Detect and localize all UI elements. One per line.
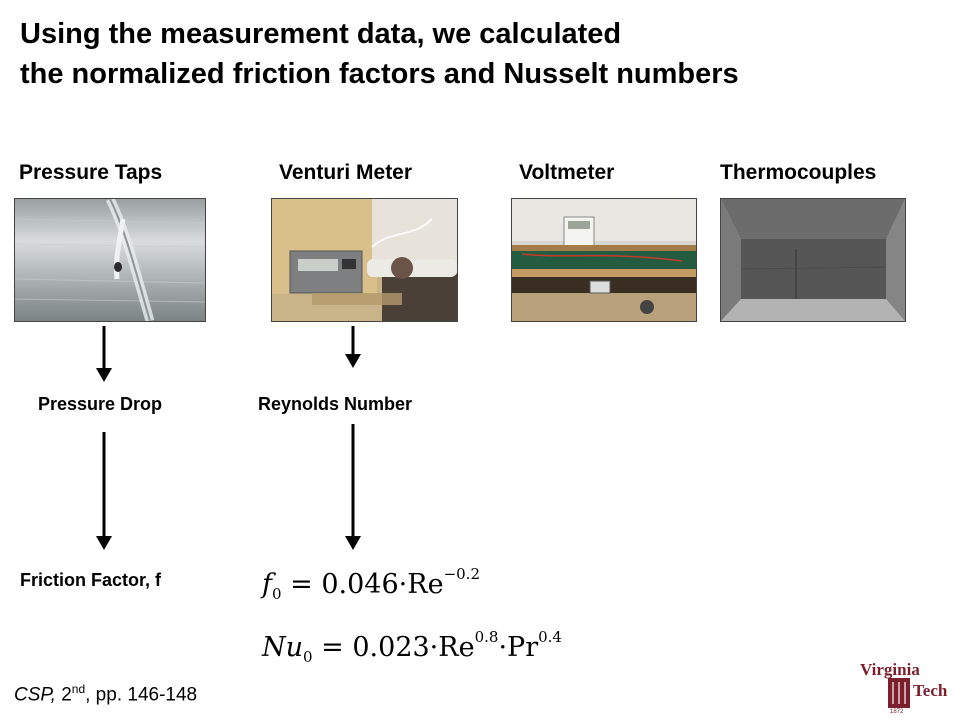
logo-text-line2: Tech: [913, 681, 948, 700]
citation-edition-number: 2: [61, 684, 72, 706]
citation-pages: , pp. 146-148: [85, 684, 198, 706]
thermocouples-label: Thermocouples: [720, 161, 877, 184]
pressure-drop-label: Pressure Drop: [38, 394, 163, 414]
pressure-taps-photo: [14, 198, 206, 322]
friction-lhs: f: [262, 569, 272, 600]
nusselt-pr-exponent: 0.4: [538, 628, 562, 646]
nusselt-re: Re: [438, 632, 475, 663]
venturi-meter-photo: [271, 198, 458, 322]
friction-lhs-subscript: 0: [272, 585, 282, 603]
nusselt-coefficient: 0.023: [352, 632, 430, 663]
title-line-2: the normalized friction factors and Nuss…: [20, 58, 739, 90]
arrow-drop-to-friction: [96, 432, 112, 550]
voltmeter-photo: [511, 198, 697, 322]
nusselt-lhs: Nu: [262, 632, 304, 663]
friction-re-exponent: −0.2: [443, 565, 480, 583]
nusselt-lhs-subscript: 0: [303, 648, 313, 666]
friction-re: Re: [407, 569, 444, 600]
title-line-1: Using the measurement data, we calculate…: [20, 18, 622, 50]
slide-title: Using the measurement data, we calculate…: [20, 14, 739, 94]
virginia-tech-logo: Virginia 1872 Tech: [860, 660, 948, 714]
nusselt-number-equation: Nu0 = 0.023·Re0.8·Pr0.4: [262, 628, 562, 666]
friction-factor-equation: f0 = 0.046·Re−0.2: [262, 565, 480, 603]
thermocouples-photo: [720, 198, 906, 322]
logo-text-line1: Virginia: [860, 660, 920, 679]
friction-coefficient: 0.046: [321, 569, 399, 600]
citation-source: CSP,: [14, 684, 56, 706]
arrow-reynolds-to-equations: [345, 424, 361, 550]
logo-year: 1872: [890, 709, 904, 714]
friction-factor-label: Friction Factor, f: [20, 570, 162, 590]
voltmeter-label: Voltmeter: [519, 161, 615, 184]
nusselt-pr: Pr: [507, 632, 539, 663]
pressure-taps-label: Pressure Taps: [19, 161, 163, 184]
reynolds-number-label: Reynolds Number: [258, 394, 413, 414]
nusselt-re-exponent: 0.8: [474, 628, 499, 646]
citation: CSP, 2nd, pp. 146-148: [14, 682, 197, 706]
venturi-meter-label: Venturi Meter: [279, 161, 413, 184]
arrow-venturi-to-reynolds: [345, 326, 361, 368]
arrow-pressure-taps-to-drop: [96, 326, 112, 382]
citation-edition-suffix: nd: [71, 682, 86, 696]
